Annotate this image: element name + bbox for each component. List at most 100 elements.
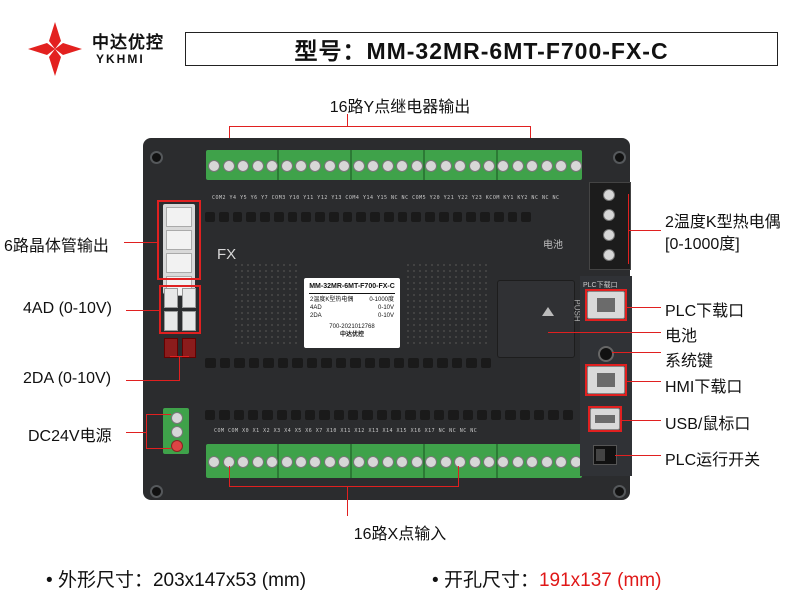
vent-slot xyxy=(548,410,559,420)
dc24v-power-terminal xyxy=(163,408,189,454)
vent-slot xyxy=(452,212,463,222)
plc-run-switch[interactable] xyxy=(593,445,617,465)
vent-slot xyxy=(287,212,298,222)
vent-slot xyxy=(505,410,516,420)
nameplate-title: MM-32MR-6MT-F700-FX-C xyxy=(309,283,395,290)
terminal-screw xyxy=(569,160,582,172)
dims-value: 203x147x53 (mm) xyxy=(152,570,307,591)
terminal-screw xyxy=(555,160,568,172)
terminal-screw xyxy=(208,456,221,468)
callout-line xyxy=(347,486,348,516)
callout-line xyxy=(612,352,661,353)
terminal-screw xyxy=(295,160,307,172)
terminal-screw xyxy=(280,160,293,172)
vent-slot xyxy=(321,358,332,368)
vent-slot xyxy=(480,358,491,368)
input-pin-labels: COM COM X0 X1 X2 X3 X4 X5 X6 X7 X10 X11 … xyxy=(214,428,478,434)
callout-line xyxy=(170,356,189,357)
hmi-download-port[interactable] xyxy=(587,366,625,394)
nameplate-spec-name: 4AD xyxy=(310,305,322,311)
callout-line xyxy=(622,420,661,421)
terminal-screw xyxy=(454,456,467,468)
terminal-screw xyxy=(497,456,510,468)
callout-line xyxy=(126,432,146,433)
terminal-screw xyxy=(511,160,524,172)
cutout-label: 开孔尺寸： xyxy=(443,570,539,591)
callout-line xyxy=(146,448,171,449)
callout-line xyxy=(628,194,629,264)
vent-slot xyxy=(219,358,230,368)
terminal-screw xyxy=(439,456,452,468)
callout-line xyxy=(625,381,661,382)
nameplate-spec-value: 0-10V xyxy=(377,305,394,311)
terminal-screw xyxy=(222,456,235,468)
terminal-screw xyxy=(468,160,481,172)
vent-slot xyxy=(232,212,243,222)
vent-slots-middle xyxy=(205,358,495,370)
plc-download-port[interactable] xyxy=(587,291,625,319)
mount-hole xyxy=(613,485,626,498)
terminal-screw xyxy=(410,456,423,468)
fx-label: FX xyxy=(217,246,237,263)
vent-slot xyxy=(277,358,288,368)
battery-cover[interactable] xyxy=(497,280,575,358)
terminal-screw xyxy=(526,456,539,468)
vent-slot xyxy=(521,212,531,222)
bullet: • xyxy=(46,570,53,591)
plc-port-label: PLC下载口 xyxy=(583,282,618,289)
terminal-screw xyxy=(266,456,279,468)
mount-hole xyxy=(613,151,626,164)
bullet: • xyxy=(432,570,439,591)
terminal-screw xyxy=(511,456,524,468)
callout-run-switch: PLC运行开关 xyxy=(665,452,761,469)
battery-cover-label: 电池 xyxy=(543,240,563,251)
vent-slot xyxy=(248,358,259,368)
vent-slot xyxy=(425,212,435,222)
vent-slot xyxy=(315,212,325,222)
vent-slot xyxy=(319,410,330,420)
vent-slot xyxy=(383,212,394,222)
input-terminal-screws xyxy=(206,444,582,478)
vent-slot xyxy=(234,358,245,368)
vent-slots-bottom xyxy=(205,410,577,422)
terminal-screw xyxy=(352,160,365,172)
brand-logo-icon xyxy=(28,22,82,76)
vent-slots-top xyxy=(205,212,535,224)
callout-line xyxy=(126,380,180,381)
vent-slot xyxy=(247,410,259,420)
callout-box xyxy=(159,285,201,334)
callout-box xyxy=(588,406,622,432)
brand-name-en: YKHMI xyxy=(96,52,145,66)
callout-box xyxy=(157,200,201,280)
model-title: 型号：MM-32MR-6MT-F700-FX-C xyxy=(185,32,778,66)
callout-line xyxy=(229,466,230,486)
terminal-screw xyxy=(410,160,423,172)
terminal-screw xyxy=(367,160,380,172)
vent-slot xyxy=(433,410,445,420)
terminal-screw xyxy=(483,456,495,468)
vent-slot xyxy=(393,358,404,368)
usb-mouse-port[interactable] xyxy=(590,408,620,430)
callout-4ad: 4AD (0-10V) xyxy=(23,300,112,317)
callout-2da: 2DA (0-10V) xyxy=(23,370,112,387)
brand-name-cn: 中达优控 xyxy=(92,33,164,52)
vent-slot xyxy=(246,212,256,222)
nameplate-serial: 700-2021012768 xyxy=(329,324,375,330)
terminal-screw xyxy=(338,160,351,172)
nameplate-spec-name: 2DA xyxy=(310,313,322,319)
terminal-screw xyxy=(468,456,481,468)
vent-slot xyxy=(376,410,387,420)
vent-slot xyxy=(408,358,419,368)
terminal-screw xyxy=(309,456,322,468)
vent-slot xyxy=(362,410,373,420)
vent-slot xyxy=(301,212,311,222)
vent-slot xyxy=(219,410,230,420)
terminal-screw xyxy=(222,160,235,172)
mount-hole xyxy=(150,485,163,498)
callout-line xyxy=(124,242,157,243)
da-connector xyxy=(182,338,196,358)
system-key[interactable] xyxy=(598,346,614,362)
callout-x-input: 16路X点输入 xyxy=(353,526,447,543)
callout-line xyxy=(126,310,159,311)
